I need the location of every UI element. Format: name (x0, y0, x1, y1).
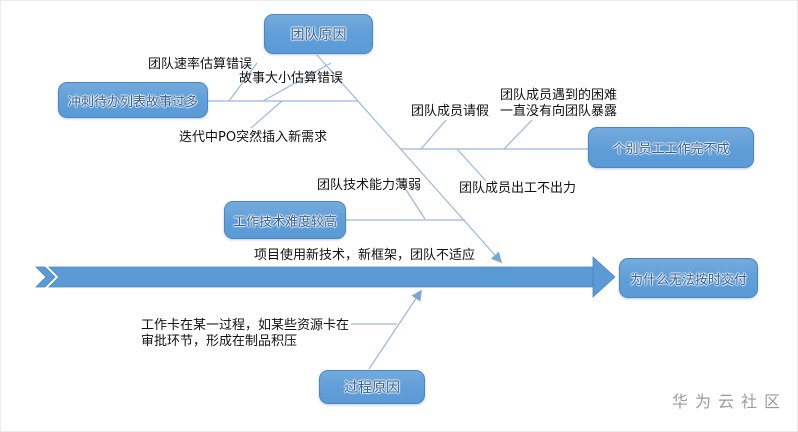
main-spine-arrow (35, 256, 616, 298)
bone-poinsert-branch (250, 100, 283, 129)
label-po-insert-requirement: 迭代中PO突然插入新需求 (179, 130, 328, 145)
label-wip-backlog-line2: 审批环节，形成在制品积压 (141, 334, 298, 349)
goal-box: 为什么无法按时交付 (619, 258, 758, 298)
spine-bar (48, 266, 594, 288)
label-hidden-difficulties: 团队成员遇到的困难 一直没有向团队暴露 (500, 88, 617, 120)
bone-leave-branch (420, 119, 447, 150)
individual-work-box: 个别员工工作完不成 (588, 127, 754, 168)
bone-velocity-branch (228, 62, 258, 102)
individual-work-label: 个别员工工作完不成 (612, 142, 730, 157)
label-wip-backlog-line1: 工作卡在某一过程，如某些资源卡在 (141, 318, 350, 333)
tech-difficulty-box: 工作技术难度较高 (224, 201, 346, 239)
spine-start-chevron-icon (35, 266, 56, 288)
process-cause-label: 过程原因 (344, 380, 400, 396)
spine-arrowhead-icon (592, 256, 616, 298)
team-cause-bones (208, 54, 588, 264)
watermark-huawei-cloud-community: 华为云社区 (672, 392, 788, 411)
bone-weaktech-branch (398, 178, 426, 220)
bone-process-diagonal (368, 289, 422, 370)
label-hidden-difficulties-line2: 一直没有向团队暴露 (500, 104, 618, 119)
label-no-effort: 团队成员出工不出力 (459, 181, 577, 196)
bone-difficulty-branch (503, 119, 533, 150)
process-cause-box: 过程原因 (319, 370, 425, 404)
sprint-backlog-box: 冲刺待办列表故事过多 (58, 82, 208, 118)
bone-noeffort-branch (456, 148, 487, 182)
label-wip-backlog: 工作卡在某一过程，如某些资源卡在 审批环节，形成在制品积压 (141, 318, 349, 350)
team-cause-label: 团队原因 (290, 27, 347, 43)
process-cause-bones (351, 289, 422, 370)
bone-team-diagonal (316, 54, 503, 264)
sprint-backlog-label: 冲刺待办列表故事过多 (67, 94, 198, 110)
goal-label: 为什么无法按时交付 (629, 272, 747, 288)
label-story-size-error: 故事大小估算错误 (239, 71, 344, 86)
label-velocity-estimate-error: 团队速率估算错误 (148, 57, 253, 72)
team-cause-box: 团队原因 (264, 14, 373, 54)
label-member-on-leave: 团队成员请假 (411, 104, 490, 119)
label-hidden-difficulties-line1: 团队成员遇到的困难 (500, 88, 618, 103)
label-weak-tech-ability: 团队技术能力薄弱 (317, 178, 422, 193)
bone-storysize-branch (262, 62, 332, 102)
label-new-tech-framework: 项目使用新技术，新框架，团队不适应 (254, 248, 476, 263)
tech-difficulty-label: 工作技术难度较高 (232, 214, 337, 230)
